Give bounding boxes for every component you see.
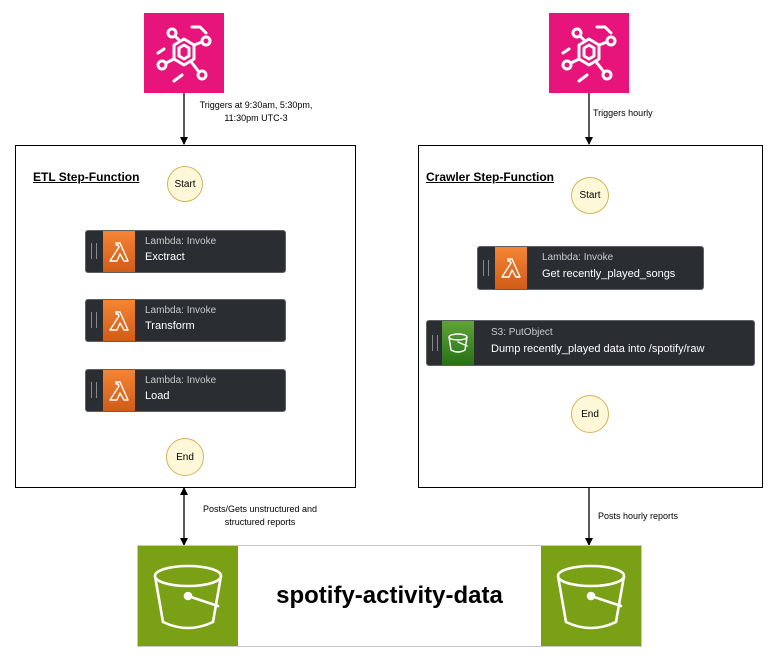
- etl-panel-title: ETL Step-Function: [33, 170, 140, 184]
- drag-handle-icon: [91, 312, 97, 328]
- drag-handle-icon: [483, 260, 489, 276]
- etl-bucket-label-line1: Posts/Gets unstructured and: [202, 504, 318, 514]
- state-type: S3: PutObject: [491, 327, 553, 338]
- etl-extract-state: Lambda: Invoke Exctract: [85, 230, 286, 273]
- etl-transform-state: Lambda: Invoke Transform: [85, 299, 286, 342]
- drag-handle-icon: [91, 243, 97, 259]
- etl-trigger-label-line1: Triggers at 9:30am, 5:30pm,: [199, 100, 313, 110]
- lambda-icon: [103, 231, 135, 272]
- state-name: Exctract: [145, 251, 185, 263]
- crawler-trigger-label: Triggers hourly: [593, 108, 653, 118]
- s3-bucket-icon: [138, 546, 238, 646]
- eventbridge-icon: [549, 13, 629, 93]
- state-type: Lambda: Invoke: [145, 236, 217, 247]
- crawler-s3-put-state: S3: PutObject Dump recently_played data …: [426, 320, 755, 366]
- bucket-title: spotify-activity-data: [276, 582, 503, 609]
- drag-handle-icon: [91, 382, 97, 398]
- state-name: Get recently_played_songs: [542, 268, 676, 280]
- state-name: Dump recently_played data into /spotify/…: [491, 343, 705, 355]
- s3-bucket-icon: [442, 321, 474, 365]
- eventbridge-icon: [144, 13, 224, 93]
- crawler-get-songs-state: Lambda: Invoke Get recently_played_songs: [477, 246, 704, 290]
- crawler-start-node: Start: [571, 177, 609, 214]
- crawler-end-node: End: [571, 395, 609, 433]
- etl-start-node: Start: [167, 166, 203, 202]
- state-type: Lambda: Invoke: [542, 252, 614, 263]
- crawler-panel-title: Crawler Step-Function: [426, 170, 555, 184]
- state-name: Load: [145, 390, 170, 402]
- etl-load-state: Lambda: Invoke Load: [85, 369, 286, 412]
- crawler-bucket-label: Posts hourly reports: [598, 511, 679, 521]
- etl-end-node: End: [166, 438, 204, 476]
- etl-bucket-label: Posts/Gets unstructured and structured r…: [186, 503, 334, 529]
- state-type: Lambda: Invoke: [145, 305, 217, 316]
- etl-trigger-label-line2: 11:30pm UTC-3: [224, 113, 288, 123]
- s3-bucket-icon: [541, 546, 641, 646]
- etl-trigger-label: Triggers at 9:30am, 5:30pm, 11:30pm UTC-…: [186, 99, 326, 125]
- drag-handle-icon: [432, 335, 438, 351]
- lambda-icon: [103, 370, 135, 411]
- state-type: Lambda: Invoke: [145, 375, 217, 386]
- bucket-container: spotify-activity-data: [137, 545, 642, 647]
- lambda-icon: [103, 300, 135, 341]
- lambda-icon: [495, 247, 527, 289]
- etl-bucket-label-line2: structured reports: [224, 517, 296, 527]
- state-name: Transform: [145, 320, 195, 332]
